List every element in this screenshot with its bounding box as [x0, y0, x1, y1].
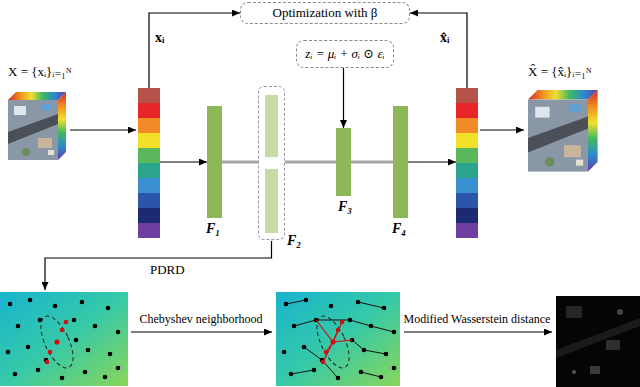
step-label: Chebyshev neighborhood	[140, 312, 263, 326]
spectral-band	[138, 163, 160, 178]
feature-layer: F₄	[393, 106, 408, 218]
spectral-band	[456, 223, 478, 238]
spectral-band	[138, 148, 160, 163]
input-arrow	[70, 129, 136, 130]
box-label: zᵢ = μᵢ + σᵢ ⊙ εᵢ	[305, 46, 384, 62]
flow-arrow	[149, 13, 240, 88]
neighborhood-graph	[276, 292, 400, 386]
spectral-band	[138, 178, 160, 193]
output-cube	[528, 90, 598, 172]
spectral-band	[456, 208, 478, 223]
spectral-band	[456, 148, 478, 163]
dashed-box: Optimization with β	[240, 2, 410, 24]
spectral-vector: x̂ᵢ	[456, 88, 478, 238]
spectral-band	[456, 178, 478, 193]
box-label: Optimization with β	[273, 5, 378, 21]
flow-arrow	[408, 161, 456, 162]
spectral-band	[138, 223, 160, 238]
step-arrow	[404, 331, 552, 332]
step-label: Modified Wasserstein distance	[404, 312, 551, 326]
point-cloud	[0, 292, 128, 386]
spectral-band	[138, 118, 160, 133]
spectral-band	[456, 133, 478, 148]
spectral-band	[138, 208, 160, 223]
layer-label: xᵢ	[155, 30, 164, 47]
spectral-band	[138, 88, 160, 103]
spectral-band	[456, 103, 478, 118]
spectral-vector: xᵢ	[138, 88, 160, 238]
latent-layer-group: F₂	[258, 86, 285, 240]
layer-link	[222, 161, 258, 164]
flow-arrow	[343, 68, 344, 128]
anomaly-map	[556, 296, 640, 387]
dataset-label: X̂ = {x̂ᵢ}ᵢ₌₁ᴺ	[528, 64, 592, 80]
layer-label: F₄	[392, 221, 406, 238]
spectral-band	[138, 133, 160, 148]
dashed-box: zᵢ = μᵢ + σᵢ ⊙ εᵢ	[296, 40, 394, 68]
layer-label: F₃	[338, 199, 352, 216]
output-arrow	[480, 129, 524, 130]
layer-link	[351, 161, 393, 164]
feature-layer: F₃	[336, 128, 351, 196]
flow-arrow	[160, 161, 207, 162]
step-label: PDRD	[150, 262, 185, 278]
spectral-band	[138, 103, 160, 118]
step-arrow	[131, 331, 272, 332]
spectral-band	[456, 163, 478, 178]
layer-label: x̂ᵢ	[440, 30, 449, 47]
spectral-band	[138, 193, 160, 208]
spectral-band	[456, 88, 478, 103]
latent-bar	[265, 169, 278, 233]
pdrd-arrow	[45, 241, 272, 290]
dataset-label: X = {xᵢ}ᵢ₌₁ᴺ	[8, 64, 72, 80]
feature-layer: F₁	[207, 106, 222, 218]
layer-label: F₁	[206, 221, 220, 238]
flow-arrow	[410, 13, 467, 88]
layer-link	[285, 161, 336, 164]
layer-label: F₂	[287, 233, 301, 250]
spectral-band	[456, 193, 478, 208]
latent-bar	[265, 95, 278, 157]
input-cube	[8, 92, 66, 160]
spectral-band	[456, 118, 478, 133]
